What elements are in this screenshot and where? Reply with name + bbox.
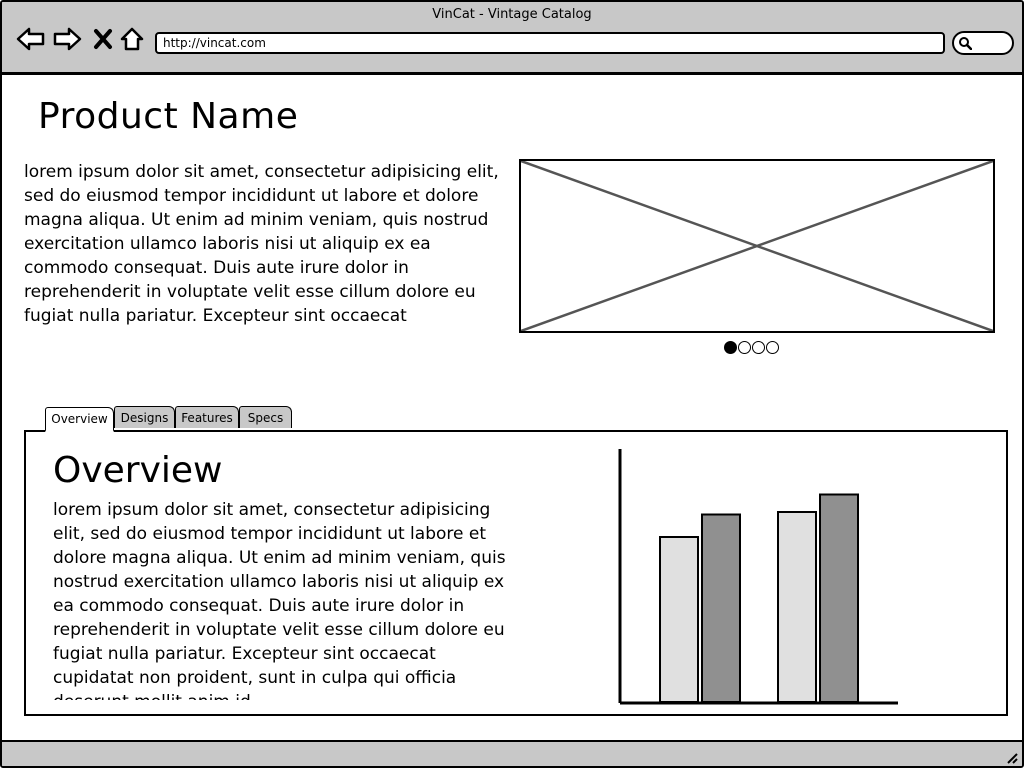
- carousel-dot[interactable]: [724, 341, 737, 354]
- tab-overview[interactable]: Overview: [45, 407, 114, 432]
- home-icon[interactable]: [117, 24, 147, 54]
- tab-specs[interactable]: Specs: [239, 406, 292, 428]
- overview-heading: Overview: [53, 450, 223, 491]
- chart-bar: [777, 511, 817, 703]
- status-bar: [2, 740, 1022, 766]
- url-input[interactable]: http://vincat.com: [155, 32, 945, 54]
- carousel-dot[interactable]: [738, 341, 751, 354]
- carousel-pagination: [724, 341, 779, 354]
- back-arrow-icon[interactable]: [16, 24, 46, 54]
- product-description: lorem ipsum dolor sit amet, consectetur …: [24, 162, 499, 326]
- search-field[interactable]: [952, 31, 1014, 55]
- overview-text: lorem ipsum dolor sit amet, consectetur …: [53, 500, 506, 700]
- tab-features[interactable]: Features: [175, 406, 239, 428]
- chart-bar: [701, 513, 741, 703]
- bar-chart: [618, 449, 898, 705]
- browser-chrome: VinCat - Vintage Catalog http://vincat.c…: [2, 2, 1022, 75]
- tab-panel-overview: Overview lorem ipsum dolor sit amet, con…: [24, 430, 1008, 716]
- tab-designs[interactable]: Designs: [114, 406, 175, 428]
- carousel-dot[interactable]: [752, 341, 765, 354]
- chart-bar: [659, 536, 699, 703]
- magnifier-icon: [959, 37, 972, 50]
- resize-grip-icon[interactable]: [1004, 750, 1018, 764]
- page-title: Product Name: [38, 96, 299, 137]
- product-image-placeholder: [519, 159, 995, 333]
- window-title: VinCat - Vintage Catalog: [432, 7, 592, 22]
- chart-bar: [819, 493, 859, 703]
- forward-arrow-icon[interactable]: [52, 24, 82, 54]
- carousel-dot[interactable]: [766, 341, 779, 354]
- stop-x-icon[interactable]: [88, 24, 118, 54]
